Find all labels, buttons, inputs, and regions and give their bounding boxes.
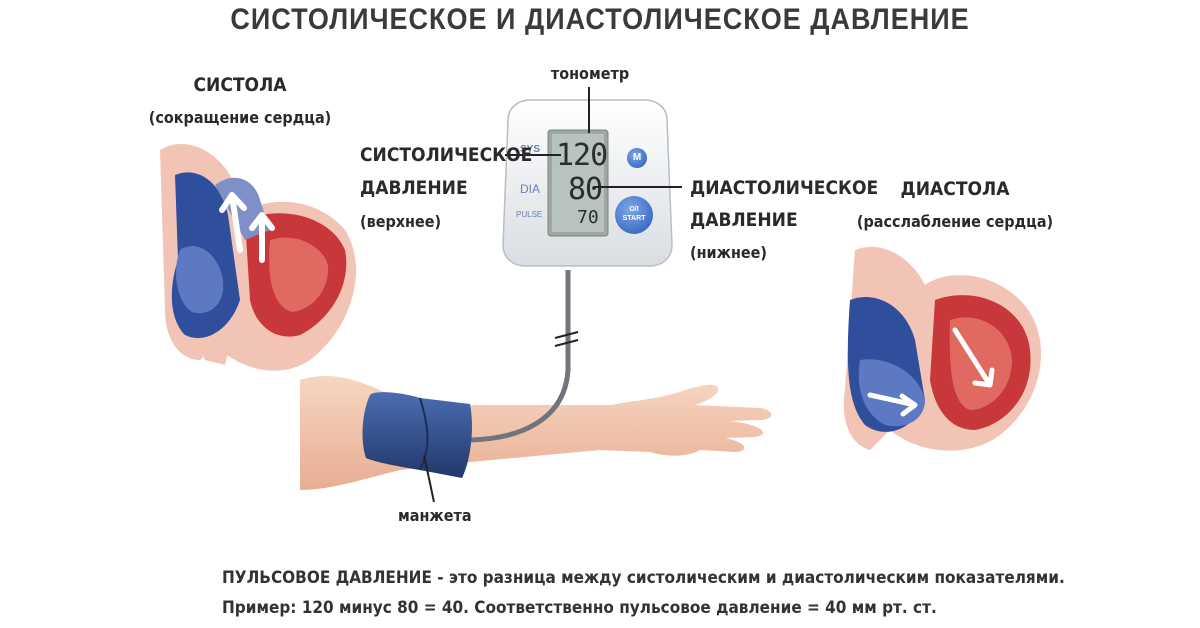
footer-line-2: Пример: 120 минус 80 = 40. Соответственн… bbox=[222, 598, 937, 618]
systolic-label-line2: ДАВЛЕНИЕ bbox=[360, 177, 468, 199]
footer-line-1: ПУЛЬСОВОЕ ДАВЛЕНИЕ - это разница между с… bbox=[222, 568, 1065, 588]
lcd-diastolic-value: 80 bbox=[568, 172, 603, 207]
page-title: СИСТОЛИЧЕСКОЕ И ДИАСТОЛИЧЕСКОЕ ДАВЛЕНИЕ bbox=[230, 2, 970, 36]
systole-subheading: (сокращение сердца) bbox=[148, 108, 332, 127]
pulse-tag: PULSE bbox=[516, 210, 543, 219]
systole-heart-illustration bbox=[160, 144, 357, 371]
start-button-line1: O/I bbox=[629, 206, 639, 213]
systolic-label-line3: (верхнее) bbox=[360, 212, 442, 231]
systolic-label-line1: СИСТОЛИЧЕСКОЕ bbox=[360, 144, 533, 166]
systole-heading: СИСТОЛА bbox=[193, 74, 287, 96]
tonometer-leader-line bbox=[588, 87, 590, 133]
cuff-label: манжета bbox=[398, 506, 472, 525]
diastolic-label-line1: ДИАСТОЛИЧЕСКОЕ bbox=[690, 177, 879, 199]
systolic-leader-line bbox=[505, 154, 561, 156]
start-button-line2: START bbox=[622, 215, 646, 222]
sys-tag: SYS bbox=[520, 144, 541, 155]
tonometer-label: тонометр bbox=[550, 64, 630, 83]
memory-button[interactable]: M bbox=[627, 148, 647, 168]
hose-break-marks bbox=[554, 331, 579, 347]
dia-tag: DIA bbox=[520, 182, 541, 196]
diastole-subheading: (расслабление сердца) bbox=[856, 212, 1054, 231]
lcd-systolic-value: 120 bbox=[556, 138, 608, 173]
hose bbox=[464, 270, 571, 443]
diastolic-label-line2: ДАВЛЕНИЕ bbox=[690, 209, 798, 231]
diastolic-leader-line bbox=[594, 186, 682, 188]
lcd-pulse-value: 70 bbox=[577, 207, 599, 228]
start-button[interactable]: O/I START bbox=[615, 196, 653, 234]
diastolic-label-line3: (нижнее) bbox=[690, 243, 767, 262]
diastole-heart-illustration bbox=[843, 246, 1042, 451]
cuff-illustration[interactable] bbox=[362, 392, 473, 478]
diastole-heading: ДИАСТОЛА bbox=[900, 178, 1010, 200]
